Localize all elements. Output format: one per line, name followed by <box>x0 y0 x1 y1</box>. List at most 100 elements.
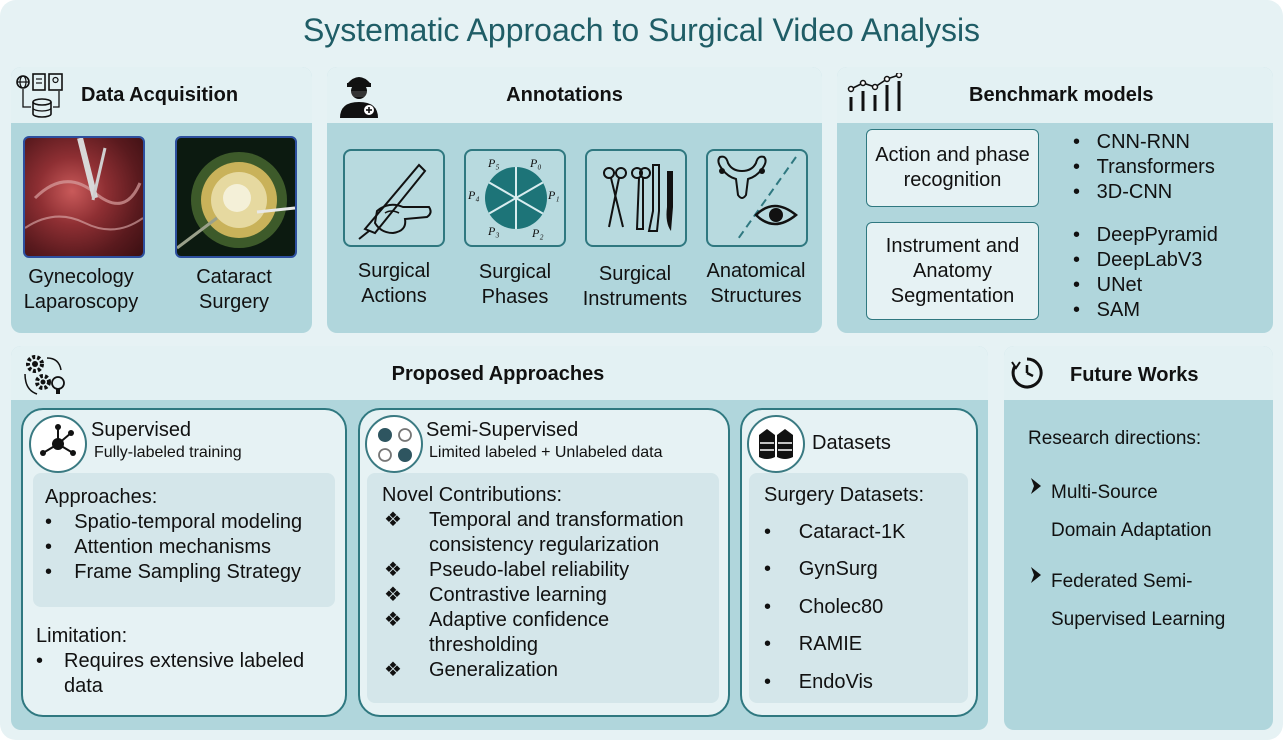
network-node-icon <box>29 415 87 473</box>
phase-label-p5: P₅ <box>487 156 500 170</box>
surgical-instruments-label: Surgical Instruments <box>582 263 688 310</box>
data-acquisition-heading: Data Acquisition <box>81 84 239 106</box>
contribution-item: Adaptive confidence thresholding <box>429 609 610 656</box>
contributions-box: Novel Contributions: ❖ Temporal and tran… <box>367 473 719 703</box>
data-acquisition-panel: Data Acquisition Gynecology Laparoscopy … <box>11 67 312 333</box>
line-chart-icon <box>847 71 903 118</box>
data-acquisition-header <box>11 67 312 123</box>
contribution-item: Pseudo-label reliability <box>429 559 630 581</box>
arrow-bullet-icon <box>1028 565 1044 590</box>
future-item-federated: Federated Semi- Supervised Learning <box>1051 571 1226 630</box>
future-works-header <box>1004 346 1273 400</box>
annotations-heading: Annotations <box>506 84 623 106</box>
contribution-item: Temporal and transformation consistency … <box>429 509 684 556</box>
gynecology-laparoscopy-image <box>23 136 145 258</box>
surgeon-icon <box>338 72 380 123</box>
phase-label-p1: P₁ <box>547 188 560 202</box>
semi-supervised-card: Semi-Supervised Limited labeled + Unlabe… <box>358 408 730 717</box>
phase-label-p3: P₃ <box>487 224 500 238</box>
list-item: • Cataract-1K <box>764 521 906 543</box>
action-phase-recognition-box: Action and phase recognition <box>866 129 1039 207</box>
uterus-eye-icon <box>717 155 798 240</box>
proposed-approaches-heading: Proposed Approaches <box>391 363 605 385</box>
gears-icon <box>21 350 69 403</box>
supervised-title: Supervised <box>91 419 192 441</box>
surgical-phases-label: Surgical Phases <box>478 261 552 308</box>
limitation-text: Requires extensive labeled data <box>64 650 305 697</box>
supervised-card: Supervised Fully-labeled training Approa… <box>21 408 347 717</box>
limitation-bullet: • <box>36 650 44 672</box>
surgical-phases-icon-box: P₀ P₁ P₂ P₃ P₄ P₅ <box>464 149 566 247</box>
proposed-approaches-header <box>11 346 988 400</box>
arrow-bullet-icon <box>1028 476 1044 501</box>
list-item: • Attention mechanisms <box>45 536 271 558</box>
future-item-multi-source: Multi-Source Domain Adaptation <box>1051 482 1212 541</box>
cataract-surgery-image <box>175 136 297 258</box>
data-sources-icon <box>15 71 67 126</box>
diamond-bullet-icon: ❖ <box>384 609 402 631</box>
segmentation-models-list: • DeepPyramid • DeepLabV3 • UNet • SAM <box>1073 223 1218 323</box>
benchmark-header <box>837 67 1273 123</box>
list-item: • 3D-CNN <box>1073 181 1173 203</box>
list-item: • Cholec80 <box>764 596 884 618</box>
list-item: • DeepLabV3 <box>1073 249 1203 271</box>
datasets-card: Datasets Surgery Datasets: • Cataract-1K… <box>740 408 978 717</box>
anatomical-structures-label: Anatomical Structures <box>706 260 806 307</box>
clock-icon <box>1010 356 1044 395</box>
contributions-label: Novel Contributions: <box>382 484 563 506</box>
future-works-panel: Future Works Research directions: Multi-… <box>1004 346 1273 730</box>
annotations-panel: Annotations P₀ P₁ P₂ P₃ P <box>327 67 822 333</box>
recognition-models-list: • CNN-RNN • Transformers • 3D-CNN <box>1073 130 1215 205</box>
diamond-bullet-icon: ❖ <box>384 659 402 681</box>
limitation-label: Limitation: <box>36 625 128 647</box>
approaches-list: • Spatio-temporal modeling • Attention m… <box>45 510 302 585</box>
anatomical-structures-icon-box <box>706 149 808 247</box>
segmentation-box: Instrument and Anatomy Segmentation <box>866 222 1039 320</box>
gynecology-laparoscopy-label: Gynecology Laparoscopy <box>23 266 139 313</box>
list-item: • GynSurg <box>764 558 878 580</box>
list-item: • Spatio-temporal modeling <box>45 511 303 533</box>
scalpel-hand-icon <box>358 163 432 240</box>
phase-label-p2: P₂ <box>531 226 544 240</box>
diamond-bullet-icon: ❖ <box>384 559 402 581</box>
surgical-actions-label: Surgical Actions <box>357 260 431 307</box>
supervised-approaches-box: Approaches: • Spatio-temporal modeling •… <box>33 473 335 607</box>
list-item: • RAMIE <box>764 633 863 655</box>
approaches-label: Approaches: <box>45 486 158 508</box>
list-item: • UNet <box>1073 274 1143 296</box>
benchmark-heading: Benchmark models <box>969 84 1154 106</box>
research-directions-label: Research directions: <box>1028 428 1202 449</box>
list-item: • SAM <box>1073 299 1141 321</box>
future-works-heading: Future Works <box>1070 364 1199 386</box>
phase-label-p0: P₀ <box>529 156 542 170</box>
phase-pie-icon: P₀ P₁ P₂ P₃ P₄ P₅ <box>467 156 560 240</box>
benchmark-panel: Benchmark models Action and phase recogn… <box>837 67 1273 333</box>
datasets-title: Datasets <box>812 432 891 454</box>
list-item: • DeepPyramid <box>1073 224 1218 246</box>
list-item: • CNN-RNN <box>1073 131 1190 153</box>
semi-supervised-title: Semi-Supervised <box>426 419 579 441</box>
contribution-item: Generalization <box>429 659 558 681</box>
diamond-bullet-icon: ❖ <box>384 509 402 531</box>
annotations-header <box>327 67 822 123</box>
surgical-instruments-icon-box <box>585 149 687 247</box>
action-phase-recognition-label: Action and phase recognition <box>875 144 1030 191</box>
segmentation-label: Instrument and Anatomy Segmentation <box>885 235 1020 307</box>
surgery-datasets-label: Surgery Datasets: <box>764 484 925 506</box>
database-icon <box>747 415 805 473</box>
semi-supervised-subtitle: Limited labeled + Unlabeled data <box>429 444 663 461</box>
surgical-actions-icon-box <box>343 149 445 247</box>
list-item: • Transformers <box>1073 156 1215 178</box>
diamond-bullet-icon: ❖ <box>384 584 402 606</box>
contribution-item: Contrastive learning <box>429 584 607 606</box>
proposed-approaches-panel: Proposed Approaches Supervised Fully-lab… <box>11 346 988 730</box>
list-item: • Frame Sampling Strategy <box>45 561 301 583</box>
supervised-subtitle: Fully-labeled training <box>94 444 242 461</box>
instruments-icon <box>603 164 673 232</box>
cataract-surgery-label: Cataract Surgery <box>196 266 272 313</box>
datasets-list-box: Surgery Datasets: • Cataract-1K • GynSur… <box>749 473 968 703</box>
labeled-unlabeled-icon <box>365 415 423 473</box>
phase-label-p4: P₄ <box>467 188 480 202</box>
page-title: Systematic Approach to Surgical Video An… <box>302 12 981 48</box>
list-item: • EndoVis <box>764 671 873 693</box>
